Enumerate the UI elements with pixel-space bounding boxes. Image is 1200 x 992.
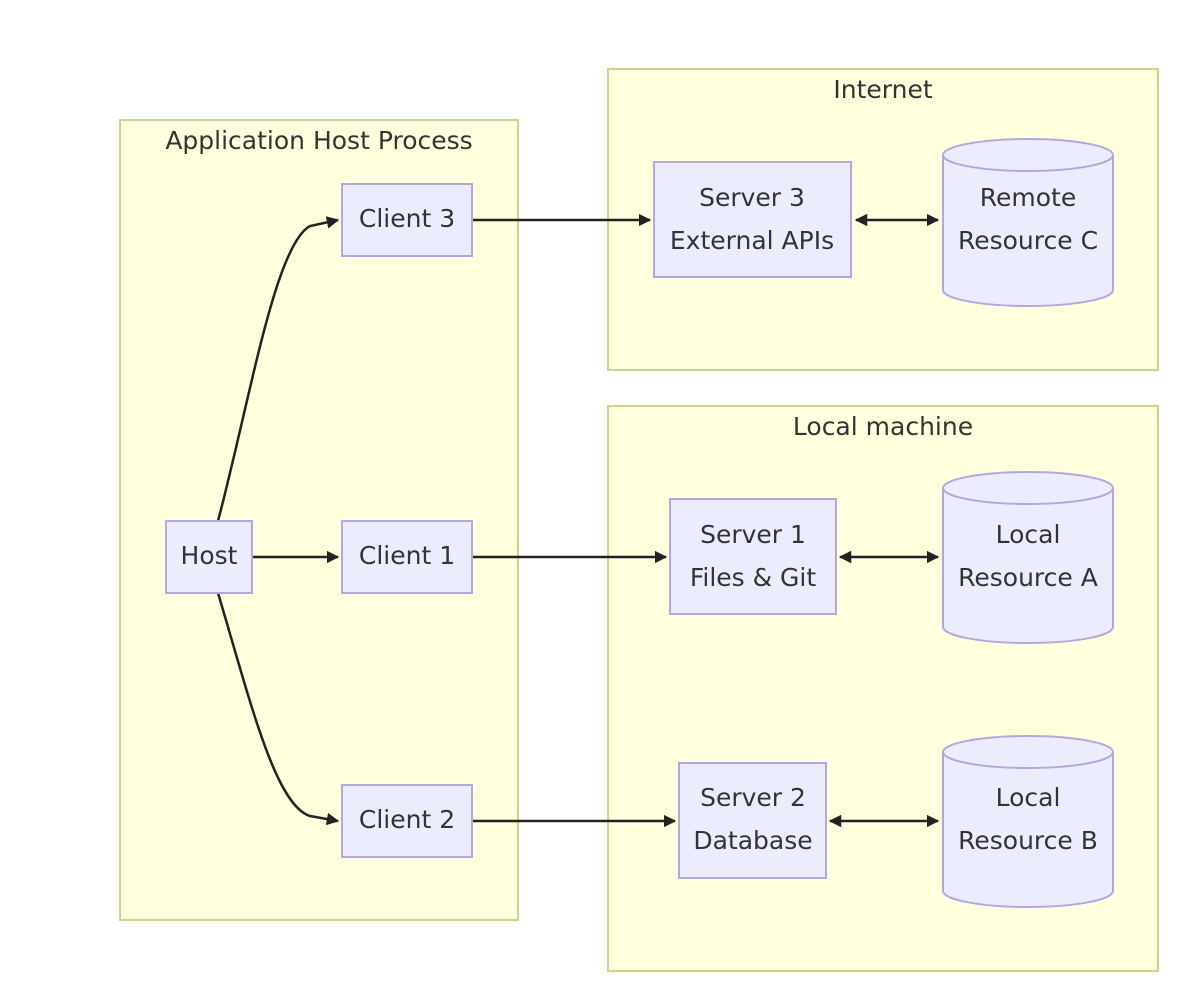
node-resource-c[interactable]: Remote Resource C	[942, 138, 1114, 307]
node-host[interactable]: Host	[165, 520, 253, 594]
node-resource-b[interactable]: Local Resource B	[942, 735, 1114, 908]
edge-host-client3	[216, 216, 340, 522]
node-resource-c-label-line1: Remote	[980, 183, 1076, 212]
node-resource-b-label-line2: Resource B	[958, 826, 1098, 855]
node-resource-a-label-line1: Local	[996, 520, 1061, 549]
cluster-label-internet: Internet	[833, 75, 932, 104]
node-client1[interactable]: Client 1	[341, 520, 473, 594]
node-server2-label-line2: Database	[693, 826, 812, 855]
node-server2-label-line1: Server 2	[700, 783, 806, 812]
node-server1-label-line2: Files & Git	[690, 563, 817, 592]
node-resource-c-label-line2: Resource C	[958, 226, 1098, 255]
cluster-label-application-host-process: Application Host Process	[165, 126, 472, 155]
node-server3-label-line2: External APIs	[670, 226, 834, 255]
edges	[216, 213, 940, 828]
node-resource-a-label-line2: Resource A	[958, 563, 1098, 592]
node-client2-label: Client 2	[359, 805, 455, 834]
edge-host-client2	[216, 592, 340, 826]
node-server2[interactable]: Server 2 Database	[678, 762, 827, 879]
node-host-label: Host	[181, 541, 238, 570]
node-server1-label-line1: Server 1	[700, 520, 806, 549]
node-client3-label: Client 3	[359, 204, 455, 233]
node-resource-b-label-line1: Local	[996, 783, 1061, 812]
node-resource-a[interactable]: Local Resource A	[942, 471, 1114, 644]
node-server3[interactable]: Server 3 External APIs	[653, 161, 852, 278]
node-client1-label: Client 1	[359, 541, 455, 570]
node-client2[interactable]: Client 2	[341, 784, 473, 858]
cluster-label-local-machine: Local machine	[793, 412, 973, 441]
node-server3-label-line1: Server 3	[699, 183, 805, 212]
node-server1[interactable]: Server 1 Files & Git	[669, 498, 837, 615]
node-client3[interactable]: Client 3	[341, 183, 473, 257]
